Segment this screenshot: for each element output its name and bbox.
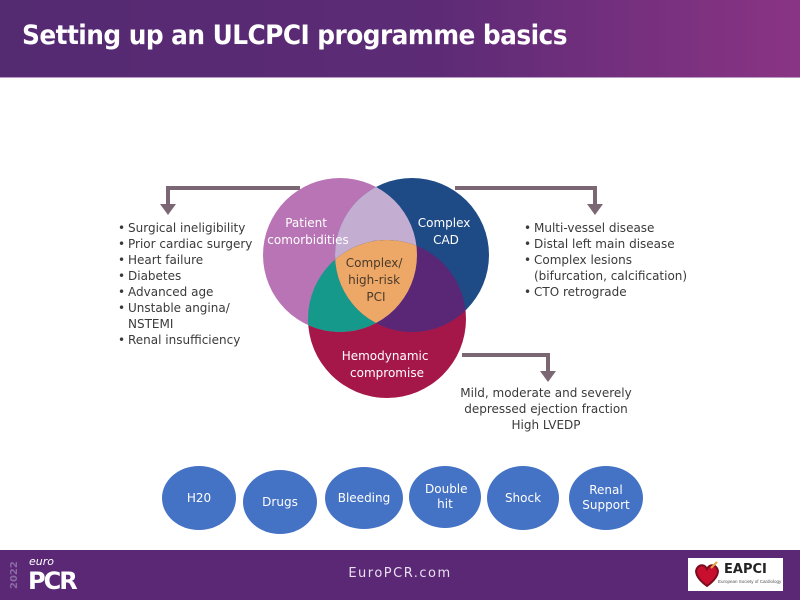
- bubble-double-hit[interactable]: Double hit: [409, 466, 481, 528]
- venn-label-hemodynamic: Hemodynamic compromise: [342, 349, 433, 380]
- arrow-patient: [160, 186, 300, 215]
- list-item: •Surgical ineligibility: [118, 221, 245, 235]
- slide-header: Setting up an ULCPCI programme basics: [0, 0, 800, 78]
- venn-label-patient: Patient comorbidities: [267, 216, 348, 247]
- list-item: •Multi-vessel disease: [524, 221, 654, 235]
- list-item: •Distal left main disease: [524, 237, 675, 251]
- partner-name: EAPCI: [724, 562, 767, 577]
- logo-pcr: PCR: [28, 567, 78, 595]
- heart-icon: [695, 561, 719, 588]
- list-item: •Prior cardiac surgery: [118, 237, 252, 251]
- list-item-continuation: NSTEMI: [128, 317, 173, 331]
- bubble-bleeding[interactable]: Bleeding: [325, 467, 403, 529]
- eapci-logo: EAPCI European Society of Cardiology: [688, 558, 783, 591]
- list-item: •CTO retrograde: [524, 285, 627, 299]
- list-item: •Diabetes: [118, 269, 181, 283]
- list-item-continuation: (bifurcation, calcification): [534, 269, 687, 283]
- bubble-drugs[interactable]: Drugs: [243, 470, 317, 534]
- slide-title: Setting up an ULCPCI programme basics: [22, 20, 568, 51]
- hemodynamic-factors-text: Mild, moderate and severely depressed ej…: [460, 386, 632, 432]
- site-link[interactable]: EuroPCR.com: [348, 566, 452, 581]
- logo-euro: euro: [29, 555, 54, 568]
- bubble-h2o[interactable]: H20: [162, 466, 236, 530]
- text-line: Mild, moderate and severely: [460, 386, 632, 400]
- arrow-cad: [455, 186, 603, 215]
- venn-label-cad: Complex CAD: [418, 216, 474, 247]
- list-item: •Heart failure: [118, 253, 203, 267]
- patient-factors-list: •Surgical ineligibility •Prior cardiac s…: [118, 221, 252, 347]
- arrow-hemodynamic: [462, 353, 556, 382]
- text-line: depressed ejection fraction: [464, 402, 628, 416]
- venn-diagram: Patient comorbidities Complex CAD Hemody…: [118, 178, 687, 432]
- bubble-renal-support[interactable]: Renal Support: [569, 466, 643, 530]
- list-item: •Complex lesions: [524, 253, 632, 267]
- partner-subtitle: European Society of Cardiology: [718, 579, 782, 584]
- text-line: High LVEDP: [511, 418, 580, 432]
- slide-footer: 2022 euro PCR EuroPCR.com EAPCI European…: [0, 550, 800, 600]
- list-item: •Unstable angina/: [118, 301, 231, 315]
- list-item: •Advanced age: [118, 285, 213, 299]
- cad-factors-list: •Multi-vessel disease •Distal left main …: [524, 221, 687, 299]
- venn-label-center: Complex/ high-risk PCI: [346, 256, 407, 304]
- bubble-shock[interactable]: Shock: [487, 466, 559, 530]
- list-item: •Renal insufficiency: [118, 333, 240, 347]
